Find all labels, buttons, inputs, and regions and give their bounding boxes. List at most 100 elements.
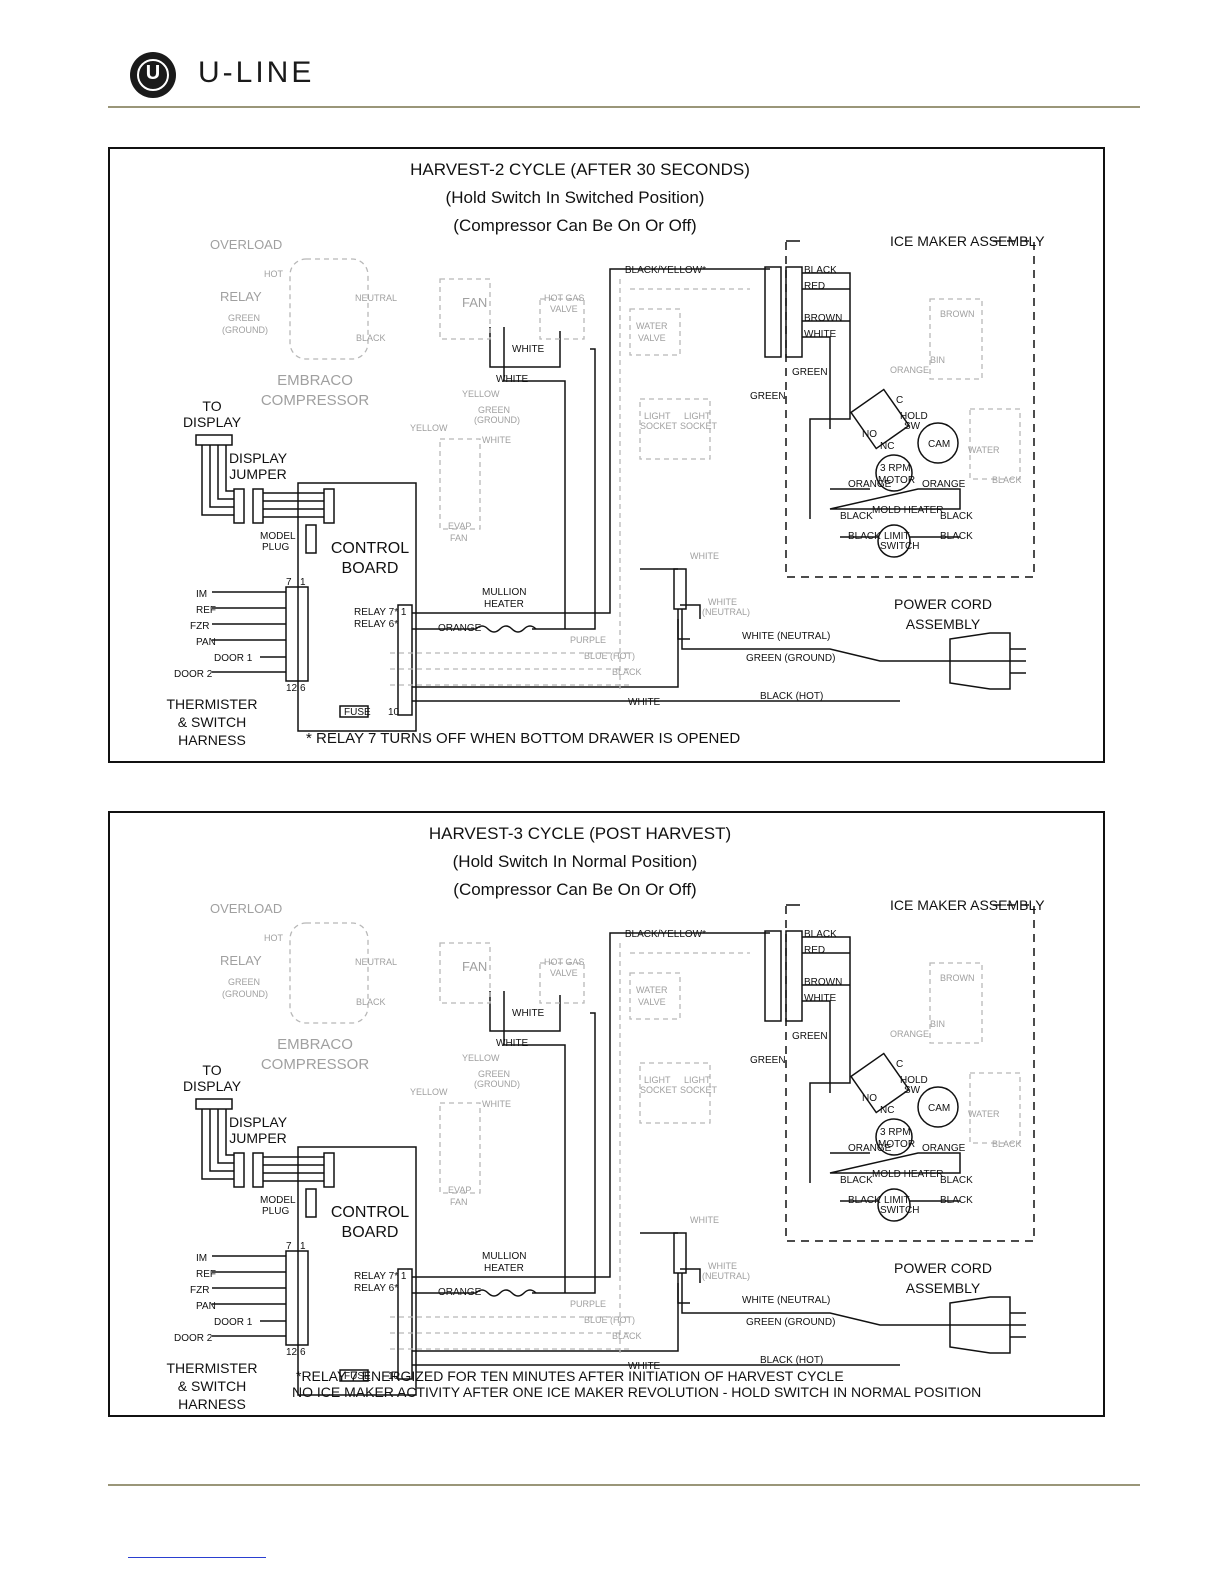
white-fan-label: WHITE: [482, 435, 511, 445]
sw-label: SW: [904, 421, 921, 432]
ground-comp-label: (GROUND): [222, 325, 268, 335]
compressor-outline: [289, 258, 369, 360]
ice-maker-plug-left: [764, 930, 782, 1022]
ref-label: REF: [196, 605, 216, 616]
motor-label-1: 3 RPM: [880, 1127, 911, 1138]
water-valve-label-1: WATER: [636, 985, 668, 995]
c-label: C: [896, 1059, 903, 1070]
fan-evap-label: FAN: [450, 533, 468, 543]
black-water-label: BLACK: [992, 475, 1022, 485]
evap-label: EVAP: [448, 521, 471, 531]
fuse-label: FUSE: [344, 707, 371, 718]
hot-gas-valve-outline: [539, 962, 585, 1004]
hot-gas-valve-outline: [539, 298, 585, 340]
compressor-outline: [289, 922, 369, 1024]
nc-label: NC: [880, 1105, 894, 1116]
cord-black-label: BLACK (HOT): [760, 691, 823, 702]
board-label: BOARD: [342, 560, 399, 577]
display-jumper-label-2: JUMPER: [229, 1130, 287, 1146]
light-socket-outline: [639, 398, 711, 460]
mullion-heater-coil: [475, 1289, 537, 1297]
mold-heater-label: MOLD HEATER: [872, 1169, 944, 1180]
harness-header: [285, 1250, 309, 1346]
white-term-label: WHITE: [690, 1215, 719, 1225]
power-cord-label-2: ASSEMBLY: [906, 1280, 981, 1296]
mold-heater-label: MOLD HEATER: [872, 505, 944, 516]
black-ice-label-4: BLACK: [940, 531, 973, 542]
socket-label-1: SOCKET: [640, 421, 678, 431]
thermister-label-1: THERMISTER: [167, 696, 258, 712]
im-label: IM: [196, 589, 207, 600]
pin10-label: 10: [388, 707, 400, 718]
footer-divider: [108, 1484, 1140, 1486]
diagram-title: HARVEST-2 CYCLE (AFTER 30 SECONDS): [410, 160, 750, 179]
display-label: DISPLAY: [183, 414, 242, 430]
pin7-label: 7: [286, 1241, 292, 1252]
black-board-label: BLACK: [612, 1331, 642, 1341]
plug-label: PLUG: [262, 1206, 289, 1217]
green-comp-label: GREEN: [228, 977, 260, 987]
control-board: [297, 1146, 417, 1396]
no-label: NO: [862, 1093, 877, 1104]
board-display-header: [323, 488, 335, 524]
motor-label-2: MOTOR: [878, 1139, 915, 1150]
sw-label: SW: [904, 1085, 921, 1096]
relay-label: RELAY: [220, 953, 262, 968]
display-jumper-left: [233, 488, 245, 524]
white-bottom-label: WHITE: [628, 1361, 661, 1372]
footer-link-underline[interactable]: [128, 1557, 266, 1558]
green-ice-label: GREEN: [792, 1031, 828, 1042]
hold-switch: [849, 1052, 911, 1114]
neutral-2-label: (NEUTRAL): [702, 607, 750, 617]
control-board: [297, 482, 417, 732]
green-fan-label: GREEN: [478, 1069, 510, 1079]
mullion-label-1: MULLION: [482, 587, 526, 598]
orange-ice-label-1: ORANGE: [848, 1143, 892, 1154]
water-sw-label: WATER: [968, 445, 1000, 455]
brown-label: BROWN: [804, 977, 842, 988]
power-cord-label-1: POWER CORD: [894, 596, 992, 612]
ground-fan-label: (GROUND): [474, 1079, 520, 1089]
light-label-1: LIGHT: [644, 411, 671, 421]
valve-label: VALVE: [550, 968, 578, 978]
cord-white-label: WHITE (NEUTRAL): [742, 1295, 830, 1306]
red-label: RED: [804, 281, 825, 292]
white-neutral-label: WHITE: [708, 1261, 737, 1271]
thermister-label-2: & SWITCH: [178, 1378, 246, 1394]
board-label: BOARD: [342, 1224, 399, 1241]
terminal-block: [673, 568, 687, 610]
black-ice-label-1: BLACK: [840, 511, 873, 522]
fuse-box: [339, 1369, 369, 1382]
relay-header: [397, 1268, 413, 1380]
switch-label: SWITCH: [880, 1205, 919, 1216]
socket-label-2: SOCKET: [680, 421, 718, 431]
mullion-label-2: HEATER: [484, 1263, 524, 1274]
light-socket-outline: [639, 1062, 711, 1124]
yellow-label: YELLOW: [462, 1053, 500, 1063]
motor-label-1: 3 RPM: [880, 463, 911, 474]
c-label: C: [896, 395, 903, 406]
valve-label: VALVE: [550, 304, 578, 314]
green-ground-label: GREEN: [750, 391, 786, 402]
red-label: RED: [804, 945, 825, 956]
orange-ice-label-1: ORANGE: [848, 479, 892, 490]
ground-fan-label: (GROUND): [474, 415, 520, 425]
hot-gas-label: HOT GAS: [544, 957, 584, 967]
orange-ice-label-2: ORANGE: [922, 479, 966, 490]
display-jumper-right: [252, 1152, 264, 1188]
ice-maker-plug-right: [785, 266, 803, 358]
pin6-label: 6: [300, 1347, 306, 1358]
limit-label: LIMIT: [884, 531, 910, 542]
overload-label: OVERLOAD: [210, 237, 282, 252]
green-comp-label: GREEN: [228, 313, 260, 323]
diagram-title: HARVEST-3 CYCLE (POST HARVEST): [429, 824, 731, 843]
thermister-label-2: & SWITCH: [178, 714, 246, 730]
pin1-label: 1: [300, 577, 306, 588]
power-cord-label-2: ASSEMBLY: [906, 616, 981, 632]
water-switch-outline: [969, 408, 1021, 480]
display-label: DISPLAY: [183, 1078, 242, 1094]
evap-fan-outline: [439, 1102, 481, 1194]
ground-comp-label: (GROUND): [222, 989, 268, 999]
to-label: TO: [202, 1062, 221, 1078]
water-sw-label: WATER: [968, 1109, 1000, 1119]
